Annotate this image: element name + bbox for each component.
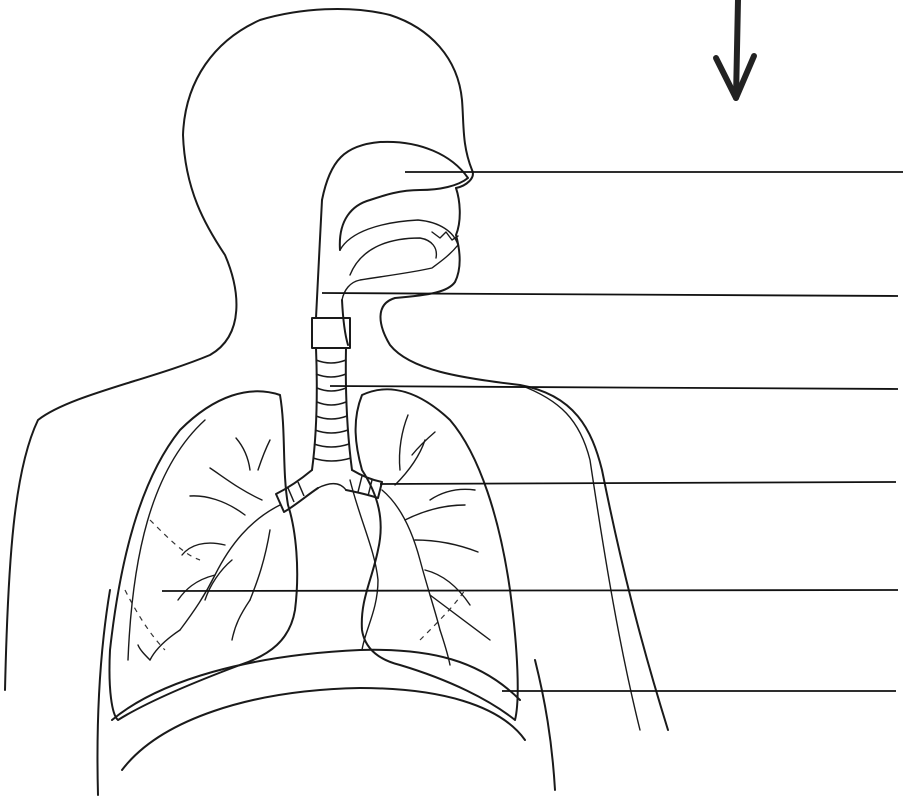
diaphragm-lower <box>122 688 525 770</box>
label-line-lung <box>162 590 898 591</box>
label-line-trachea <box>330 386 898 389</box>
body-lower-right <box>535 660 555 790</box>
label-line-pharynx <box>322 293 898 296</box>
left-lung-inner <box>128 420 205 660</box>
label-line-bronchus <box>380 482 896 484</box>
left-bronchioles <box>138 438 280 660</box>
nasal-cavity <box>322 142 468 250</box>
body-lower-left <box>98 590 111 795</box>
pharynx-front <box>316 200 322 318</box>
mouth-cavity <box>340 220 458 300</box>
left-lung-pleura <box>125 520 200 650</box>
label-lines <box>162 172 903 691</box>
body-outline-left <box>5 9 473 690</box>
diaphragm <box>112 650 520 720</box>
pharynx-back <box>342 300 348 345</box>
right-lung-pleura <box>420 590 465 640</box>
right-bronchioles <box>382 415 490 665</box>
down-arrow-icon <box>716 0 754 98</box>
right-lung <box>356 389 518 720</box>
trachea <box>312 348 352 470</box>
